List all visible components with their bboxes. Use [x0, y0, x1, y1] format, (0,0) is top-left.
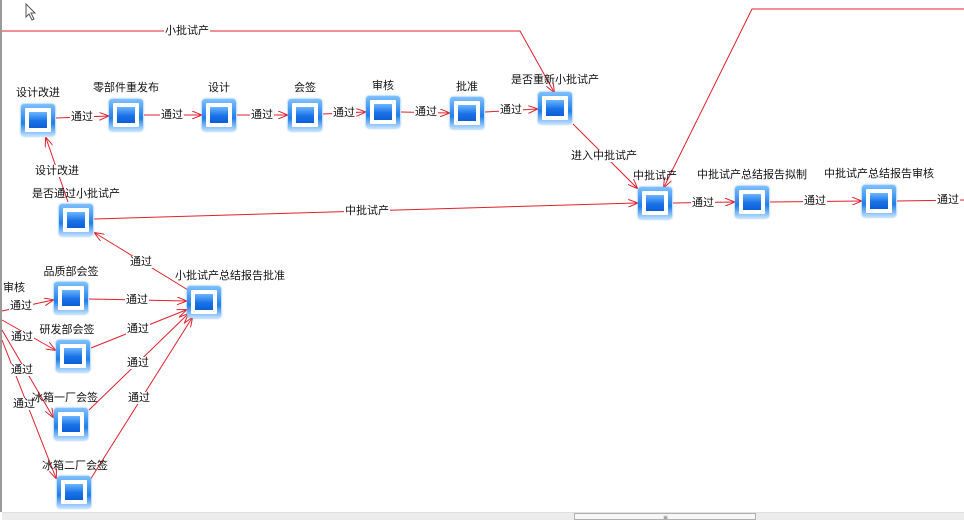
edge-label: 通过 — [10, 330, 34, 343]
edge-label: 通过 — [499, 103, 523, 116]
task-node-icon — [210, 107, 228, 123]
workflow-node-n12[interactable] — [187, 286, 221, 318]
workflow-node-n10[interactable] — [862, 185, 896, 217]
offscreen-node-label: 审核 — [3, 281, 25, 294]
workflow-node-n11[interactable] — [59, 204, 93, 236]
node-label: 是否通过小批试产 — [32, 187, 120, 200]
edge-label: 通过 — [803, 194, 827, 207]
mouse-cursor-icon — [25, 3, 37, 21]
task-node-icon — [117, 107, 135, 123]
scrollbar-grip-icon: ≡ — [662, 514, 668, 521]
node-label: 是否重新小批试产 — [511, 73, 599, 86]
workflow-node-n14[interactable] — [56, 340, 90, 372]
task-node-icon — [296, 107, 314, 123]
edge-label: 中批试产 — [344, 204, 390, 217]
task-node-icon — [743, 194, 761, 210]
workflow-node-n1[interactable] — [21, 104, 55, 136]
workflow-node-n15[interactable] — [54, 408, 88, 440]
edge-label: 通过 — [160, 108, 184, 121]
edge-label: 通过 — [9, 299, 33, 312]
task-node-icon — [62, 290, 80, 306]
task-node-icon — [458, 105, 476, 121]
edge-label: 设计改进 — [34, 164, 80, 177]
edge-label: 通过 — [10, 363, 34, 376]
node-label: 批准 — [456, 80, 478, 93]
workflow-node-n6[interactable] — [450, 97, 484, 129]
edge-label: 通过 — [691, 196, 715, 209]
node-label: 审核 — [372, 79, 394, 92]
edge-label: 通过 — [125, 293, 149, 306]
edge-label: 通过 — [129, 255, 153, 268]
workflow-node-n8[interactable] — [638, 187, 672, 219]
task-node-icon — [62, 416, 80, 432]
task-node-icon — [64, 348, 82, 364]
edge-label: 通过 — [127, 391, 151, 404]
workflow-node-n9[interactable] — [735, 186, 769, 218]
node-label: 设计 — [208, 81, 230, 94]
node-label: 冰箱一厂会签 — [32, 391, 98, 404]
workflow-node-n13[interactable] — [54, 282, 88, 314]
edge-label: 通过 — [414, 105, 438, 118]
task-node-icon — [29, 112, 47, 128]
edge-offscreen-right-to-n8[interactable] — [664, 8, 964, 187]
workflow-node-n3[interactable] — [202, 99, 236, 131]
task-node-icon — [195, 294, 213, 310]
task-node-icon — [546, 100, 564, 116]
canvas-left-border — [0, 0, 2, 512]
workflow-node-n4[interactable] — [288, 99, 322, 131]
node-label: 会签 — [294, 81, 316, 94]
node-label: 小批试产总结报告批准 — [175, 269, 285, 282]
edge-label: 通过 — [250, 108, 274, 121]
workflow-node-n7[interactable] — [538, 92, 572, 124]
task-node-icon — [646, 195, 664, 211]
node-label: 冰箱二厂会签 — [42, 459, 108, 472]
task-node-icon — [65, 484, 83, 500]
task-node-icon — [374, 104, 392, 120]
edge-label: 通过 — [936, 193, 960, 206]
edge-label: 通过 — [126, 322, 150, 335]
task-node-icon — [870, 193, 888, 209]
workflow-node-n5[interactable] — [366, 96, 400, 128]
node-label: 品质部会签 — [43, 265, 99, 278]
edge-label: 通过 — [332, 106, 356, 119]
workflow-node-n2[interactable] — [109, 99, 143, 131]
task-node-icon — [67, 212, 85, 228]
edge-label: 小批试产 — [164, 24, 210, 37]
edge-label: 通过 — [12, 397, 36, 410]
edge-label: 进入中批试产 — [570, 149, 638, 162]
node-label: 设计改进 — [16, 86, 60, 99]
node-label: 研发部会签 — [39, 323, 95, 336]
node-label: 零部件重发布 — [93, 81, 159, 94]
edge-label: 通过 — [70, 110, 94, 123]
workflow-node-n16[interactable] — [57, 476, 91, 508]
node-label: 中批试产总结报告拟制 — [697, 168, 807, 181]
edge-label: 通过 — [126, 356, 150, 369]
node-label: 中批试产总结报告审核 — [824, 167, 934, 180]
node-label: 中批试产 — [633, 169, 677, 182]
